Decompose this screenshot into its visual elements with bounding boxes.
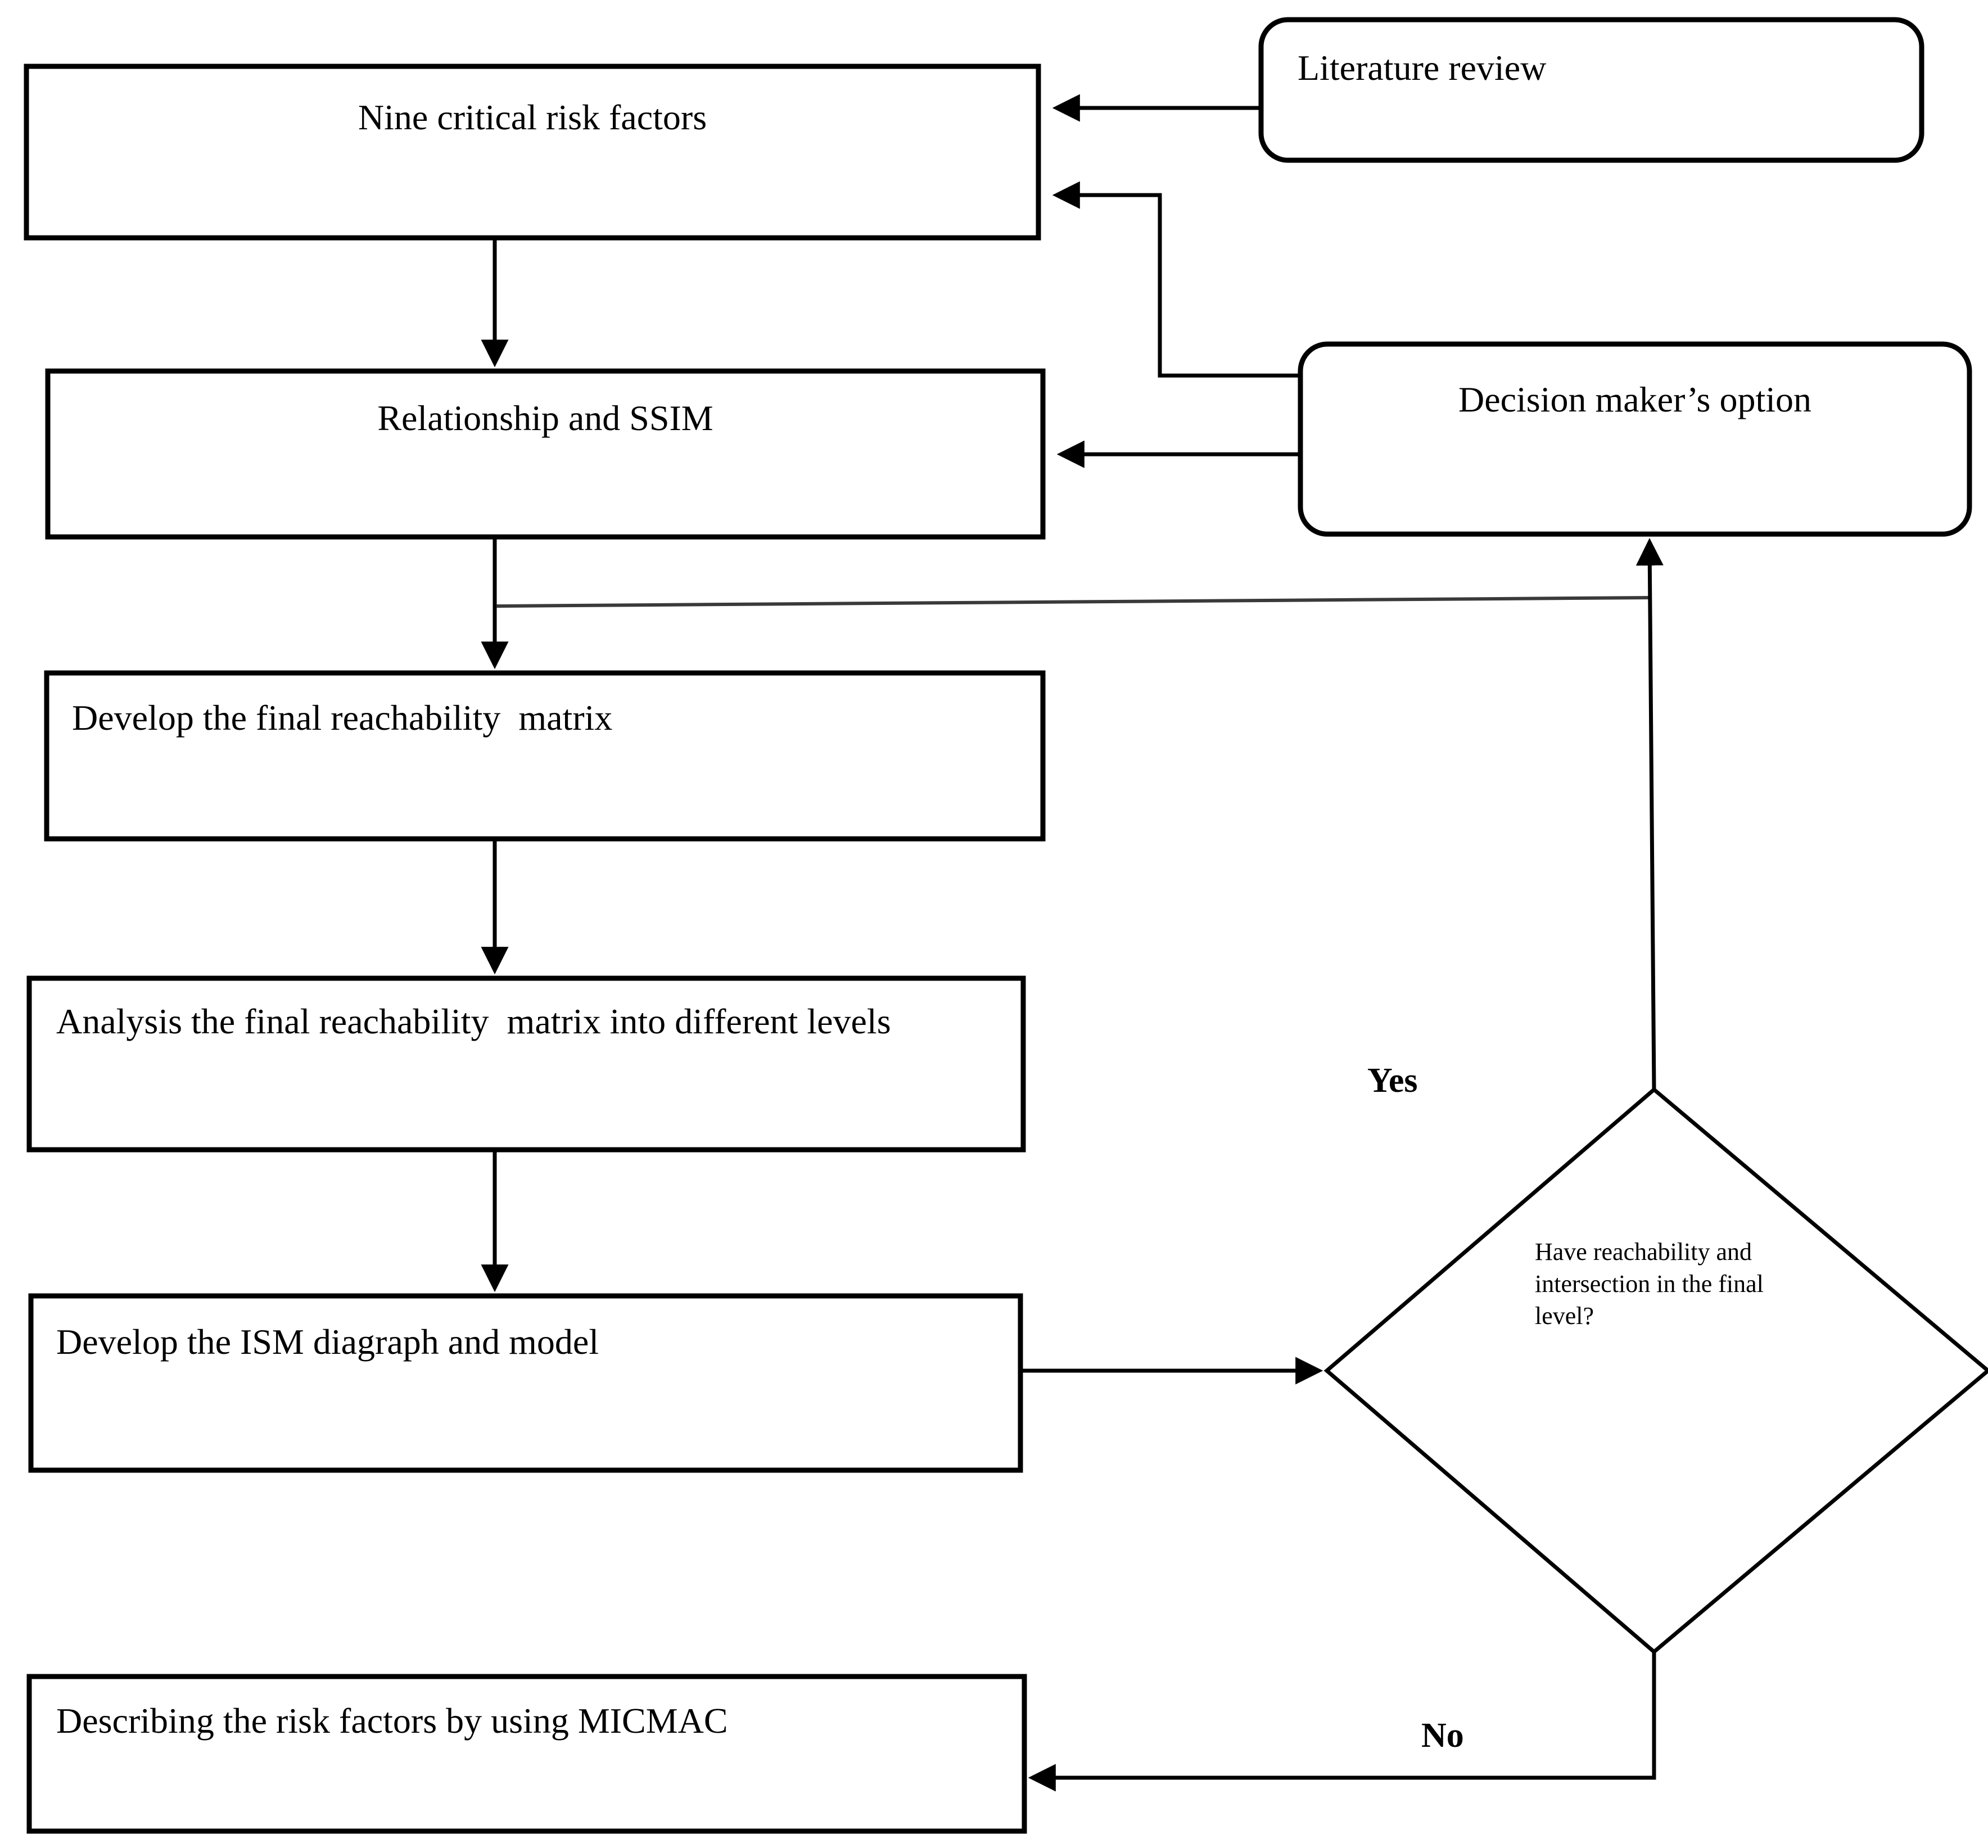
- label-develop-ism-diagraph-and-model: Develop the ISM diagraph and model: [56, 1322, 599, 1362]
- node-develop-final-reachability-matrix[interactable]: [44, 670, 1046, 842]
- node-decision-makers-option[interactable]: [1298, 341, 1972, 537]
- node-decision-final-level[interactable]: [1323, 1087, 1988, 1655]
- edge-label-yes: Yes: [1367, 1061, 1418, 1100]
- node-relationship-and-ssim[interactable]: [45, 368, 1046, 540]
- edge-label-no: No: [1421, 1716, 1464, 1755]
- edge-decision-option-to-nine-factors: [1052, 181, 1300, 378]
- node-describing-risk-factors-micmac[interactable]: [26, 1674, 1027, 1834]
- label-develop-final-reachability-matrix: Develop the final reachability matrix: [72, 698, 613, 738]
- label-describing-risk-factors-micmac: Describing the risk factors by using MIC…: [56, 1701, 728, 1741]
- label-decision-final-level: Have reachability and intersection in th…: [1535, 1238, 1770, 1330]
- edge-diamond-no-to-micmac: [1028, 1652, 1656, 1792]
- label-literature-review: Literature review: [1298, 48, 1547, 88]
- node-nine-critical-risk-factors[interactable]: [24, 64, 1041, 241]
- node-analysis-final-reachability-matrix[interactable]: [26, 975, 1026, 1153]
- node-develop-ism-diagraph-and-model[interactable]: [28, 1293, 1023, 1473]
- edge-diamond-yes-to-decision-option: [1635, 537, 1664, 1090]
- edge-yes-branch-horizontal-tie: [496, 596, 1650, 608]
- label-decision-makers-option: Decision maker’s option: [1458, 379, 1812, 419]
- label-relationship-and-ssim: Relationship and SSIM: [377, 398, 713, 438]
- label-nine-critical-risk-factors: Nine critical risk factors: [358, 97, 707, 137]
- node-literature-review[interactable]: [1258, 17, 1924, 163]
- label-analysis-final-reachability-matrix: Analysis the final reachability matrix i…: [56, 1001, 891, 1041]
